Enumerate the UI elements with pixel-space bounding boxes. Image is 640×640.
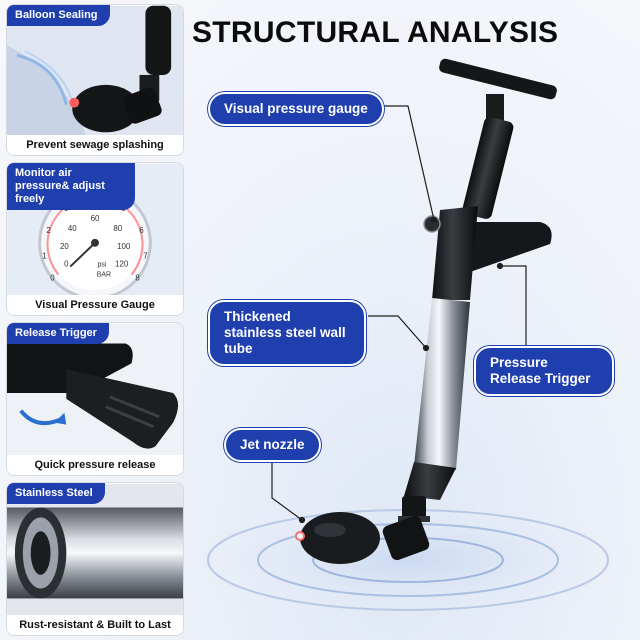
card-tag-balloon-sealing: Balloon Sealing [7, 5, 110, 26]
card-tag-release-trigger: Release Trigger [7, 323, 109, 344]
gauge-inner-tick-2: 40 [68, 224, 77, 233]
balloon-sealing-photo [7, 5, 183, 137]
jet-nozzle-balloon [295, 512, 430, 564]
gauge-outer-tick-2: 2 [46, 226, 50, 235]
feature-card-stainless-steel: Stainless Steel Rust-resistant & Built t… [6, 482, 184, 636]
gauge-outer-tick-7: 7 [143, 252, 147, 261]
gauge-inner-tick-6: 120 [115, 260, 129, 269]
gauge-inner-tick-5: 100 [117, 242, 131, 251]
gauge-inner-tick-0: 0 [64, 260, 69, 269]
card-caption-balloon-sealing: Prevent sewage splashing [7, 135, 183, 155]
gauge-unit-bar: BAR [97, 271, 111, 278]
release-trigger-arm [455, 222, 552, 272]
leader-lines [271, 105, 527, 524]
callout-steel-tube: Thickened stainless steel wall tube [208, 300, 366, 366]
gauge-unit-psi: psi [97, 262, 106, 269]
gauge-outer-tick-1: 1 [42, 252, 47, 261]
card-tag-monitor-pressure: Monitor air pressure& adjust freely [7, 163, 135, 210]
gauge-inner-tick-3: 60 [91, 214, 100, 223]
stainless-steel-tube [414, 298, 470, 470]
pump-body [432, 206, 478, 300]
gauge-inner-tick-4: 80 [113, 224, 122, 233]
callout-pressure-release-trigger: Pressure Release Trigger [474, 346, 614, 396]
release-trigger-photo [7, 323, 183, 457]
feature-card-balloon-sealing: Balloon Sealing Prevent sewage splashing [6, 4, 184, 156]
gauge-outer-tick-8: 8 [135, 273, 140, 282]
callout-visual-pressure-gauge: Visual pressure gauge [208, 92, 384, 126]
gauge-outer-tick-0: 0 [50, 273, 55, 282]
t-handle [439, 58, 557, 122]
gauge-outer-tick-6: 6 [139, 226, 144, 235]
callout-jet-nozzle: Jet nozzle [224, 428, 321, 462]
feature-card-release-trigger: Release Trigger Quick pressure release [6, 322, 184, 476]
card-caption-release-trigger: Quick pressure release [7, 455, 183, 475]
card-caption-stainless-steel: Rust-resistant & Built to Last [7, 615, 183, 635]
card-caption-pressure-gauge: Visual Pressure Gauge [7, 295, 183, 315]
gauge-inner-tick-1: 20 [60, 242, 69, 251]
feature-card-pressure-gauge: 0 1 2 3 4 5 6 7 8 0 20 40 60 80 100 120 … [6, 162, 184, 316]
stainless-steel-photo [7, 483, 183, 617]
page-title: STRUCTURAL ANALYSIS [192, 16, 559, 49]
card-tag-stainless-steel: Stainless Steel [7, 483, 105, 504]
